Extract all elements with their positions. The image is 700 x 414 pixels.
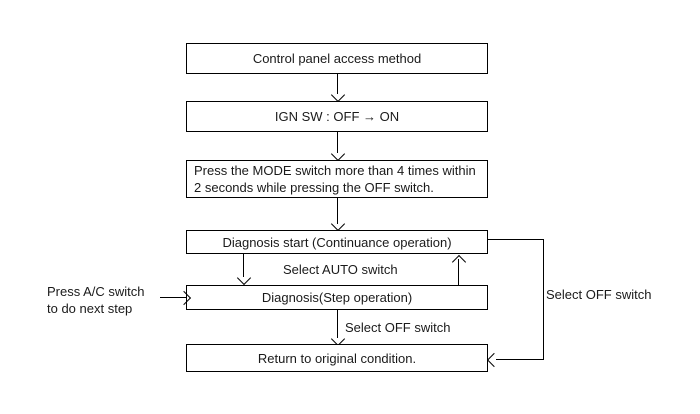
connector-mode-switch-to-diagnosis-start <box>337 198 338 224</box>
arrowhead-left-to-return-original <box>486 352 502 368</box>
connector-diagnosis-start-to-step <box>243 254 244 277</box>
node-diagnosis-start-continuance-operation: Diagnosis start (Continuance operation) <box>186 230 488 254</box>
arrowhead-down-to-mode-switch <box>330 146 346 162</box>
connector-diagnosis-step-to-return <box>337 310 338 338</box>
edge-label-select-auto-switch: Select AUTO switch <box>283 262 398 277</box>
node-ign-sw-off-to-on: IGN SW : OFF → ON <box>186 101 488 132</box>
arrowhead-down-to-diagnosis-step <box>236 270 252 286</box>
note-press-ac-switch: Press A/C switch to do next step <box>47 284 145 316</box>
edge-label-select-off-switch-right: Select OFF switch <box>546 287 652 302</box>
arrowhead-down-to-diagnosis-start <box>330 216 346 232</box>
edge-label-select-off-switch-down: Select OFF switch <box>345 320 451 335</box>
connector-outer-loop-bottom <box>496 359 544 360</box>
connector-control-panel-to-ign-sw <box>337 74 338 94</box>
connector-outer-loop-right <box>543 239 544 360</box>
connector-step-back-to-diagnosis-start <box>458 259 459 285</box>
node-return-to-original-condition: Return to original condition. <box>186 344 488 372</box>
connector-ac-note-to-diagnosis-step <box>160 297 186 298</box>
arrowhead-up-to-diagnosis-start <box>451 254 467 270</box>
node-control-panel-access-method: Control panel access method <box>186 43 488 74</box>
arrowhead-down-to-ign-sw <box>330 87 346 103</box>
connector-outer-loop-top <box>488 239 544 240</box>
node-diagnosis-step-operation: Diagnosis(Step operation) <box>186 285 488 310</box>
connector-ign-sw-to-mode-switch <box>337 132 338 153</box>
node-press-mode-switch-instruction: Press the MODE switch more than 4 times … <box>186 160 488 198</box>
